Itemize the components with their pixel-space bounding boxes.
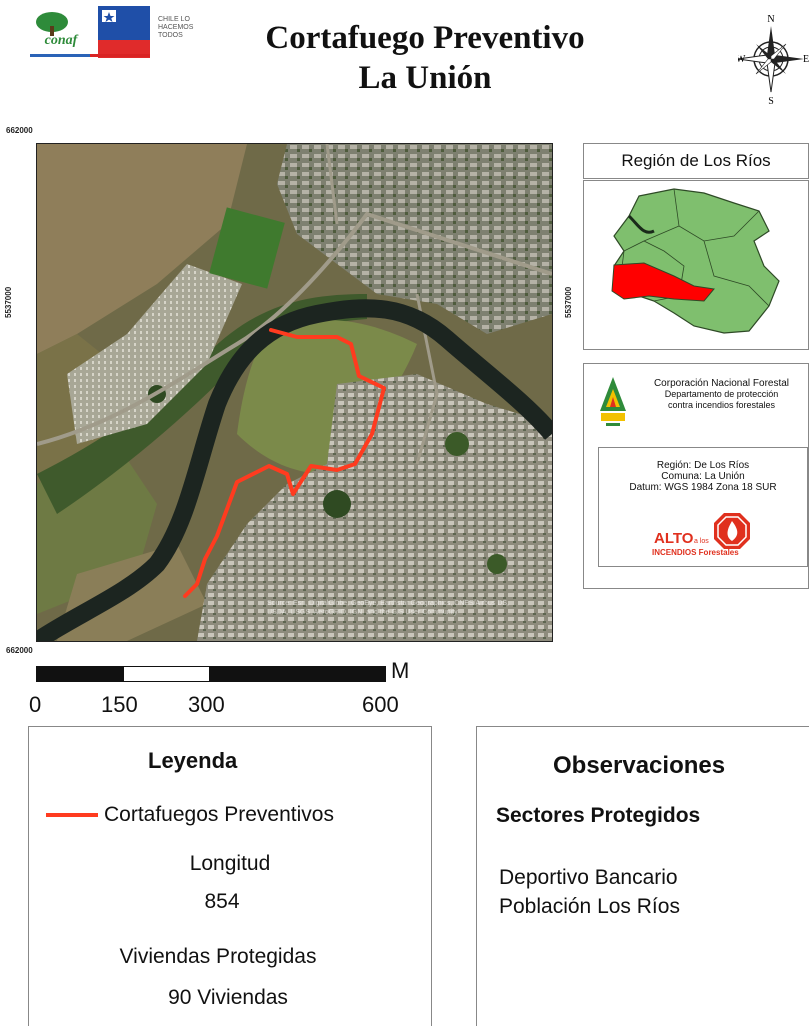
title-line-2: La Unión: [358, 60, 492, 96]
satellite-map[interactable]: Source: Esri, DigitalGlobe, GeoEye, Eart…: [36, 143, 553, 642]
observations-subtitle: Sectores Protegidos: [496, 804, 701, 827]
page-title: Cortafuego Preventivo La Unión: [210, 18, 640, 98]
slogan-line-1: CHILE LO: [158, 16, 190, 23]
alto-incendios-logo: ALTO a los INCENDIOS Forestales: [652, 513, 750, 557]
protected-sector-item: Deportivo Bancario: [499, 866, 678, 889]
coord-bottom-left: 662000: [6, 646, 33, 655]
scale-label-0: 0: [29, 692, 42, 717]
institution-name: Corporación Nacional Forestal: [653, 378, 790, 389]
region-map-canvas: [611, 188, 780, 334]
map-canvas: [37, 144, 552, 641]
observations-box: [476, 726, 809, 1026]
conaf-logo: conaf: [36, 12, 79, 48]
coord-left-mid: 5537000: [4, 286, 13, 318]
gobierno-slogan: CHILE LO HACEMOS TODOS: [158, 16, 193, 40]
meadow: [237, 320, 417, 474]
compass-n: N: [767, 14, 774, 25]
scale-label-150: 150: [101, 692, 138, 717]
field-northwest: [37, 144, 247, 354]
institution-dept-2: contra incendios forestales: [667, 400, 776, 410]
cemetery-area: [67, 264, 242, 444]
legend-entry-firebreak: Cortafuegos Preventivos: [104, 803, 334, 826]
north-arrow-compass-icon: N S W E: [738, 14, 809, 104]
protected-sector-item: Población Los Ríos: [499, 895, 680, 918]
institution-dept-1: Departamento de protección: [664, 389, 779, 399]
comuna-la-union-highlight: [611, 262, 715, 302]
conaf-logo-text: conaf: [45, 33, 79, 48]
map-attribution: Source: Esri, DigitalGlobe, GeoEye, Eart…: [267, 600, 509, 616]
observations-title: Observaciones: [553, 752, 726, 779]
alto-text: ALTO: [654, 530, 694, 547]
compass-e: E: [803, 54, 809, 65]
metadata-datum: Datum: WGS 1984 Zona 18 SUR: [629, 482, 777, 493]
alto-a-los: a los: [694, 538, 709, 545]
football-field: [209, 207, 285, 289]
town-north: [277, 144, 552, 334]
metadata-region: Región: De Los Ríos: [656, 460, 750, 471]
gobierno-logo: [98, 6, 150, 58]
conaf-flame-logo: [600, 377, 626, 426]
metadata-box: [598, 447, 808, 567]
scale-label-600: 600: [362, 692, 399, 717]
river-bueno: [37, 299, 552, 641]
compass-w: W: [738, 54, 746, 65]
length-label: Longitud: [189, 852, 271, 875]
logo-underline: [30, 54, 150, 57]
metadata-comuna: Comuna: La Unión: [661, 471, 745, 482]
scale-bar: [36, 666, 386, 682]
title-line-1: Cortafuego Preventivo: [265, 20, 585, 56]
coord-top-left: 662000: [6, 126, 33, 135]
region-los-rios-shape: [613, 188, 780, 334]
coord-right-mid: 5537000: [564, 286, 573, 318]
alto-incendios: INCENDIOS Forestales: [652, 548, 739, 557]
institution-text: Corporación Nacional Forestal Departamen…: [634, 378, 809, 411]
metadata-text: Región: De Los Ríos Comuna: La Unión Dat…: [598, 460, 808, 493]
slogan-line-3: TODOS: [158, 32, 183, 39]
legend-title: Leyenda: [148, 748, 238, 773]
firebreak-line: [183, 328, 386, 598]
length-value: 854: [204, 890, 240, 913]
compass-s: S: [768, 96, 774, 104]
homes-value: 90 Viviendas: [168, 986, 288, 1009]
road-main: [37, 211, 552, 446]
legend-firebreak-symbol: [46, 813, 98, 817]
legend-box: [28, 726, 432, 1026]
region-title: Región de Los Ríos: [583, 143, 809, 179]
scale-unit: M: [391, 658, 410, 683]
scale-label-300: 300: [188, 692, 225, 717]
region-locator-map: [583, 180, 809, 350]
riparian-vegetation: [37, 294, 367, 514]
homes-label: Viviendas Protegidas: [119, 945, 317, 968]
slogan-line-2: HACEMOS: [158, 24, 194, 31]
